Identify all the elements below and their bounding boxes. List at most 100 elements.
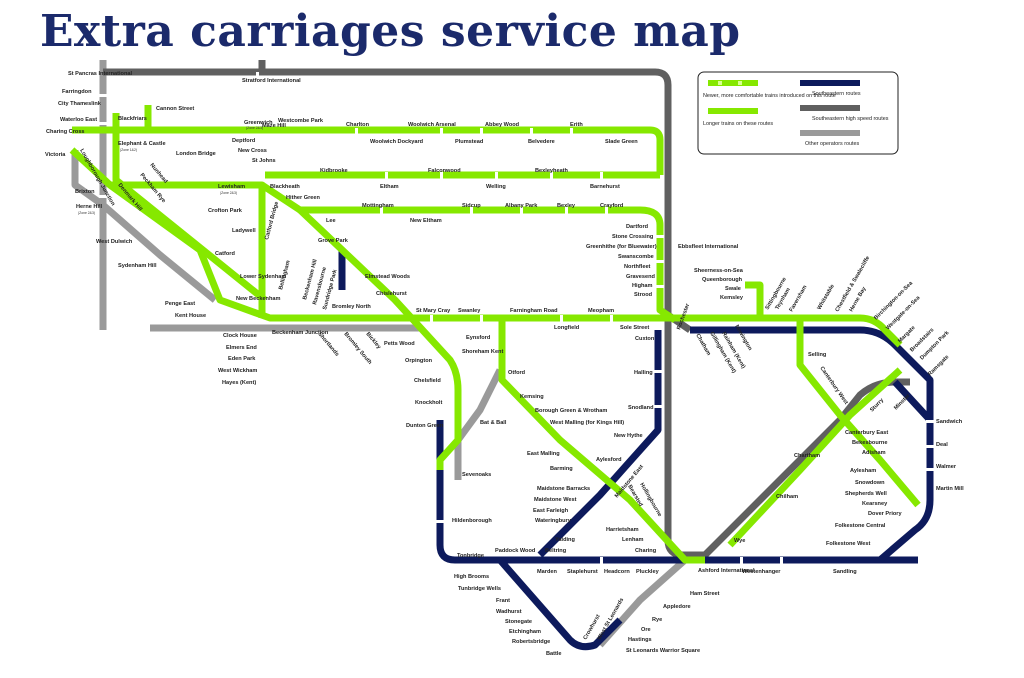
station-hildenborough[interactable]: Hildenborough bbox=[452, 518, 492, 524]
station-frant[interactable]: Frant bbox=[496, 598, 510, 604]
station-deal[interactable]: Deal bbox=[936, 442, 948, 448]
station-eltham[interactable]: Eltham bbox=[380, 184, 399, 190]
station-city-thameslink[interactable]: City Thameslink bbox=[58, 101, 102, 107]
station-eden-park[interactable]: Eden Park bbox=[228, 356, 256, 362]
station-otford[interactable]: Otford bbox=[508, 370, 526, 376]
station-victoria[interactable]: Victoria bbox=[45, 152, 66, 158]
station-martin-mill[interactable]: Martin Mill bbox=[936, 486, 964, 492]
station-snodland[interactable]: Snodland bbox=[628, 405, 654, 411]
station-marker[interactable] bbox=[740, 557, 743, 564]
station-maidstone-west[interactable]: Maidstone West bbox=[534, 497, 577, 503]
station-new-eltham[interactable]: New Eltham bbox=[410, 218, 442, 224]
route-herne-hill-beckenham[interactable] bbox=[100, 202, 218, 303]
station-maidstone-barracks[interactable]: Maidstone Barracks bbox=[537, 486, 590, 492]
station-marker[interactable] bbox=[430, 315, 433, 322]
route-blackfriars-link[interactable] bbox=[112, 113, 268, 303]
station-mottingham[interactable]: Mottingham bbox=[362, 203, 394, 209]
station-lower-sydenham[interactable]: Lower Sydenham bbox=[240, 274, 286, 280]
station-queenborough[interactable]: Queenborough bbox=[702, 277, 743, 283]
station-catford-bridge[interactable]: Catford Bridge bbox=[264, 201, 280, 240]
station-charing[interactable]: Charing bbox=[635, 548, 657, 554]
station-stratford[interactable]: Stratford International bbox=[242, 78, 301, 84]
station-stone-crossing[interactable]: Stone Crossing bbox=[612, 234, 654, 240]
station-ramsgate[interactable]: Ramsgate bbox=[927, 354, 950, 377]
station-crofton-park[interactable]: Crofton Park bbox=[208, 208, 243, 214]
station-lee[interactable]: Lee bbox=[326, 218, 336, 224]
station-marker[interactable] bbox=[99, 122, 107, 125]
station-halling[interactable]: Halling bbox=[634, 370, 653, 376]
station-hastings[interactable]: Hastings bbox=[628, 637, 652, 643]
station-marker[interactable] bbox=[654, 370, 662, 373]
route-canterbury-west[interactable] bbox=[796, 318, 921, 508]
route-sheerness[interactable] bbox=[745, 281, 764, 318]
station-birchington[interactable]: Birchington-on-Sea bbox=[873, 280, 915, 322]
station-new-cross[interactable]: New Cross bbox=[238, 148, 267, 154]
station-kemsley[interactable]: Kemsley bbox=[720, 295, 744, 301]
station-marker[interactable] bbox=[355, 128, 358, 135]
station-new-hythe[interactable]: New Hythe bbox=[614, 433, 643, 439]
station-ladywell[interactable]: Ladywell bbox=[232, 228, 256, 234]
station-farringdon[interactable]: Farringdon bbox=[62, 89, 92, 95]
station-woolwich-arsenal[interactable]: Woolwich Arsenal bbox=[408, 122, 456, 128]
station-adisham[interactable]: Adisham bbox=[862, 450, 886, 456]
station-st-leonards[interactable]: St Leonards Warrior Square bbox=[626, 648, 700, 654]
station-selling[interactable]: Selling bbox=[808, 352, 827, 358]
station-elmers-end[interactable]: Elmers End bbox=[226, 345, 257, 351]
route-canterbury-ramsgate[interactable] bbox=[892, 379, 933, 423]
station-cuxton[interactable]: Cuxton bbox=[635, 336, 655, 342]
station-lewisham[interactable]: Lewisham bbox=[218, 184, 245, 190]
station-shepherds-well[interactable]: Shepherds Well bbox=[845, 491, 887, 497]
station-aylesford[interactable]: Aylesford bbox=[596, 457, 622, 463]
station-penge-east[interactable]: Penge East bbox=[165, 301, 195, 307]
station-wateringbury[interactable]: Wateringbury bbox=[535, 518, 572, 524]
route-otford-sevenoaks[interactable] bbox=[454, 368, 504, 480]
route-maidstone-east[interactable] bbox=[498, 318, 705, 564]
station-west-malling[interactable]: West Malling (for Kings Hill) bbox=[550, 420, 624, 426]
station-bexley[interactable]: Bexley bbox=[557, 203, 576, 209]
station-marker[interactable] bbox=[520, 207, 523, 214]
station-shoreham[interactable]: Shoreham Kent bbox=[462, 349, 503, 355]
station-sevenoaks[interactable]: Sevenoaks bbox=[462, 472, 491, 478]
station-brixton[interactable]: Brixton bbox=[75, 189, 95, 195]
station-woolwich-dockyard[interactable]: Woolwich Dockyard bbox=[370, 139, 424, 145]
station-headcorn[interactable]: Headcorn bbox=[604, 569, 630, 575]
station-deptford[interactable]: Deptford bbox=[232, 138, 256, 144]
station-elephant-castle[interactable]: Elephant & Castle bbox=[118, 141, 166, 147]
station-sidcup[interactable]: Sidcup bbox=[462, 203, 481, 209]
station-west-wickham[interactable]: West Wickham bbox=[218, 368, 257, 374]
station-marker[interactable] bbox=[926, 468, 934, 471]
station-snowdown[interactable]: Snowdown bbox=[855, 480, 885, 486]
station-knockholt[interactable]: Knockholt bbox=[415, 400, 442, 406]
station-london-bridge[interactable]: London Bridge bbox=[176, 151, 216, 157]
station-marker[interactable] bbox=[256, 72, 259, 79]
station-folkestone-central[interactable]: Folkestone Central bbox=[835, 523, 886, 529]
station-marker[interactable] bbox=[600, 557, 603, 564]
station-marker[interactable] bbox=[480, 315, 483, 322]
station-welling[interactable]: Welling bbox=[486, 184, 506, 190]
station-sandwich[interactable]: Sandwich bbox=[936, 419, 963, 425]
station-wye[interactable]: Wye bbox=[734, 538, 745, 544]
station-marker[interactable] bbox=[560, 315, 563, 322]
station-dover-priory[interactable]: Dover Priory bbox=[868, 511, 902, 517]
station-marker[interactable] bbox=[570, 128, 573, 135]
station-westenhanger[interactable]: Westenhanger bbox=[742, 569, 781, 575]
station-kent-house[interactable]: Kent House bbox=[175, 313, 206, 319]
station-whitstable[interactable]: Whitstable bbox=[817, 284, 836, 311]
station-hither-green[interactable]: Hither Green bbox=[286, 195, 320, 201]
station-margate[interactable]: Margate bbox=[897, 325, 916, 344]
station-kearsney[interactable]: Kearsney bbox=[862, 501, 888, 507]
route-hs1[interactable] bbox=[103, 68, 692, 333]
route-canterbury-east[interactable] bbox=[727, 367, 903, 548]
station-strood[interactable]: Strood bbox=[634, 292, 653, 298]
route-orpington[interactable] bbox=[297, 207, 462, 470]
station-lenham[interactable]: Lenham bbox=[622, 537, 643, 543]
station-belvedere[interactable]: Belvedere bbox=[528, 139, 555, 145]
station-northfleet[interactable]: Northfleet bbox=[624, 264, 651, 270]
station-marker[interactable] bbox=[656, 235, 664, 238]
station-herne-hill[interactable]: Herne Hill bbox=[76, 204, 103, 210]
station-chilham[interactable]: Chilham bbox=[776, 494, 798, 500]
station-kemsing[interactable]: Kemsing bbox=[520, 394, 544, 400]
station-charlton[interactable]: Charlton bbox=[346, 122, 370, 128]
station-high-brooms[interactable]: High Brooms bbox=[454, 574, 489, 580]
station-kidbrooke[interactable]: Kidbrooke bbox=[320, 168, 348, 174]
